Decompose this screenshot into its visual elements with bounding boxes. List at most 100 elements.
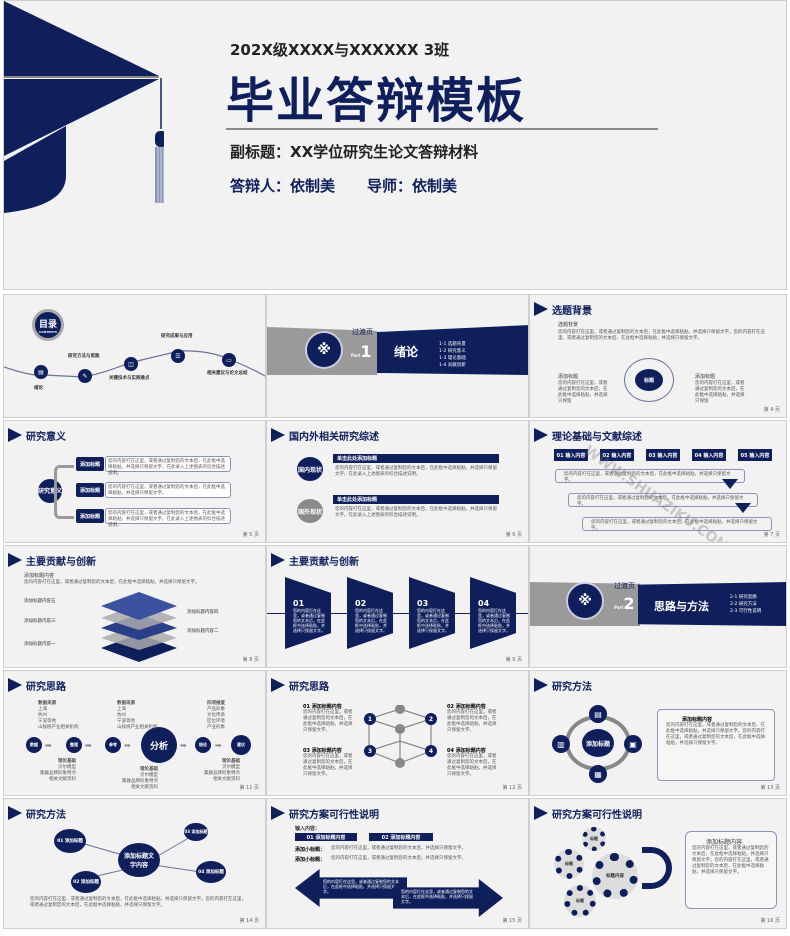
page-title: 毕业答辩模板 [226,73,527,129]
slide-5[interactable]: 研究意义 研究意义 添加标题 您的内容打在这里，或者通过复制您的文本后，在此框中… [3,420,266,543]
flow-node: 建议 [231,735,251,755]
body-text: 您的内容打在这里，或者通过复制您的文本后，在此框中选择粘贴，并选择只保留文字。您… [30,897,246,908]
slide-heading: 研究方法 [8,805,66,821]
doc-icon: ▤ [34,365,48,379]
block-title: 单击此处添加标题 [333,495,499,504]
layer-label: 添加标题内容三 [24,619,56,624]
slide-heading: 理论基础与文献综述 [534,427,642,443]
slide-heading: 研究方案可行性说明 [271,805,379,821]
navy-band [638,582,786,626]
step-box: 01 输入内容 [554,449,588,461]
page-number: 第 7 页 [763,532,780,538]
gear-icon: 标题 [554,849,584,879]
text-box: 添加标题内容您的内容打在这里，或者通过复制您的文本后，在此框中选择粘贴，并选择只… [657,709,775,781]
slide-11[interactable]: 研究思路 数据 整理 参考 分析 结论 建议 ➡ ➡ ➡ ➡ ➡ 数据来源上海杭… [3,670,266,796]
block-text: 您的内容打在这里，或者通过复制您的文本后，在此框中选择粘贴，并选择只保留文字。在… [335,466,497,477]
contents-item: 关键技术与实践难点 [109,376,150,381]
item: 03 添加标题内容您的内容打在这里，或者通过复制您的文本后，在此框中选择粘贴，并… [303,748,353,777]
intro-text: 您的内容打在这里，或者通过复制您的文本后，在此框中选择粘贴，并选择只保留文字。 [24,580,200,585]
contents-item: 研究方法与思路 [68,354,100,359]
slide-4[interactable]: 选题背景 选题背景 您的内容打在这里，或者通过复制您的文本后，在此框中选择粘贴，… [529,294,787,418]
arrow-icon: ➡ [124,741,131,750]
slide-15[interactable]: 研究方案可行性说明 输入内容： 01 添加标题内容 02 添加标题内容 添加小标… [266,798,529,929]
navy-band [377,325,528,375]
node-num: 2 [425,713,437,725]
item: 04 添加标题内容您的内容打在这里，或者通过复制您的文本后，在此框中选择粘贴，并… [447,748,497,777]
university-seal-icon: ※ [566,582,604,620]
layer-label: 添加标题内容一 [24,642,56,647]
flow-node-main: 分析 [141,727,177,763]
page-number: 第 4 页 [763,407,780,413]
gear-icon: 标题 [564,885,596,917]
cover-slide[interactable]: 202X级XXXX与XXXXXX 3班 毕业答辩模板 副标题：XX学位研究生论文… [3,0,787,290]
page-number: 第 9 页 [505,657,522,663]
arrow-icon: ➡ [180,741,187,750]
cube-diagram [367,705,433,768]
slide-8[interactable]: 主要贡献与创新 添加标题内容 您的内容打在这里，或者通过复制您的文本后，在此框中… [3,545,266,668]
row-tag: 添加标题 [76,483,104,497]
center-badge: 添加标题 [582,729,614,757]
left-text: 您的内容打在这里，或者通过复制您的文本后，在此框中选择粘贴，并选择只保留 [558,381,608,404]
slide-heading: 主要贡献与创新 [271,552,359,568]
slide-heading: 主要贡献与创新 [8,552,96,568]
flow-text: 您的内容打在这里，或者通过复制您的文本后，在此框中选择粘贴，并选择只保留文字。 [582,517,772,531]
node: 01 添加标题 [54,829,86,853]
note-bottom: 理论基础贝尔模型集群品牌形象特点相关文献资料 [204,759,240,782]
row: 添加小标题：您的内容打在这里，或者通过复制您的文本后，并选择只保留文字。 [295,856,467,863]
item: 01 添加标题内容您的内容打在这里，或者通过复制您的文本后，在此框中选择粘贴，并… [303,704,353,733]
slide-7[interactable]: 理论基础与文献综述 01 输入内容 02 输入内容 03 输入内容 04 输入内… [529,420,787,543]
tab: 01 添加标题内容 [295,833,357,841]
center-node: 添加标题文字内容 [118,843,160,877]
step-box: 05 输入内容 [738,449,772,461]
center-badge: 标题 [635,369,663,391]
slide-6[interactable]: 国内外相关研究综述 国内现状 单击此处添加标题 您的内容打在这里，或者通过复制您… [266,420,529,543]
right-text: 您的内容打在这里，或者通过复制您的文本后，在此框中选择粘贴，并选择只保留 [695,381,745,404]
page-number: 第 8 页 [242,657,259,663]
note-top: 四项维度产品形象文化传承区位环境产业形象 [207,701,225,730]
part-label: Part2 [614,594,635,613]
node: 03 添加标题 [184,823,208,841]
slide-12[interactable]: 研究思路 1 2 3 4 01 添加标题内容您的内容打在这里，或者通过复制您的文… [266,670,529,796]
file-icon: ▥ [552,735,570,753]
graduation-cap-icon [4,1,164,213]
row-text: 您的内容打在这里，或者通过复制您的文本后，在此框中选择粘贴，并选择只保留文字。 [105,482,231,498]
page-number: 第 15 页 [502,918,522,924]
block-title: 单击此处添加标题 [333,454,499,463]
slide-16[interactable]: 研究方案可行性说明 标题 标题 标题内容 标题 添加标题内容您的内容打在这里，或… [529,798,787,929]
advisor: 导师：依制美 [367,177,458,195]
branch-arrows [54,465,74,519]
slide-heading: 研究思路 [271,677,329,693]
list-icon: ☰ [171,349,185,363]
domestic-badge: 国内现状 [297,457,323,481]
slide-14[interactable]: 研究方法 01 添加标题 02 添加标题 03 添加标题 04 添加标题 添加标… [3,798,266,929]
row-tag: 添加标题 [76,457,104,471]
flow-node: 整理 [66,737,82,753]
laptop-icon: ▭ [222,353,236,367]
body-text: 您的内容打在这里，或者通过复制您的文本后，在此框中选择粘贴，并选择只保留文字。您… [558,330,765,341]
note-top: 数据来源上海杭州宁波等地山核桃产业相关机构 [117,701,158,730]
contents-item: 相关建议与论文总结 [207,371,248,376]
text-box: 添加标题内容您的内容打在这里，或者通过复制您的文本后，在此框中选择粘贴，并选择只… [685,831,777,909]
flow-node: 参考 [105,737,121,753]
notebook-icon: ✎ [78,369,92,383]
slide-13[interactable]: 研究方法 添加标题 ▤ ▥ ▣ ▦ 添加标题内容您的内容打在这里，或者通过复制您… [529,670,787,796]
flow-node: 数据 [26,737,42,753]
part-title: 思路与方法 [654,600,709,613]
page-number: 第 14 页 [239,918,259,924]
slide-heading: 研究方案可行性说明 [534,805,642,821]
arrow-icon: ➡ [85,741,92,750]
layer-label: 添加标题内容二 [187,629,219,634]
block-text: 您的内容打在这里，或者通过复制您的文本后，在此框中选择粘贴，并选择只保留文字。在… [335,507,497,518]
page-number: 第 5 页 [242,532,259,538]
doc-icon: ▤ [589,705,607,723]
flow-text: 您的内容打在这里，或者通过复制您的文本后，在此框中选择粘贴，并选择只保留文字。 [568,493,758,507]
page-number: 第 11 页 [239,785,259,791]
step-box: 03 输入内容 [646,449,680,461]
tab: 02 添加标题内容 [369,833,433,841]
